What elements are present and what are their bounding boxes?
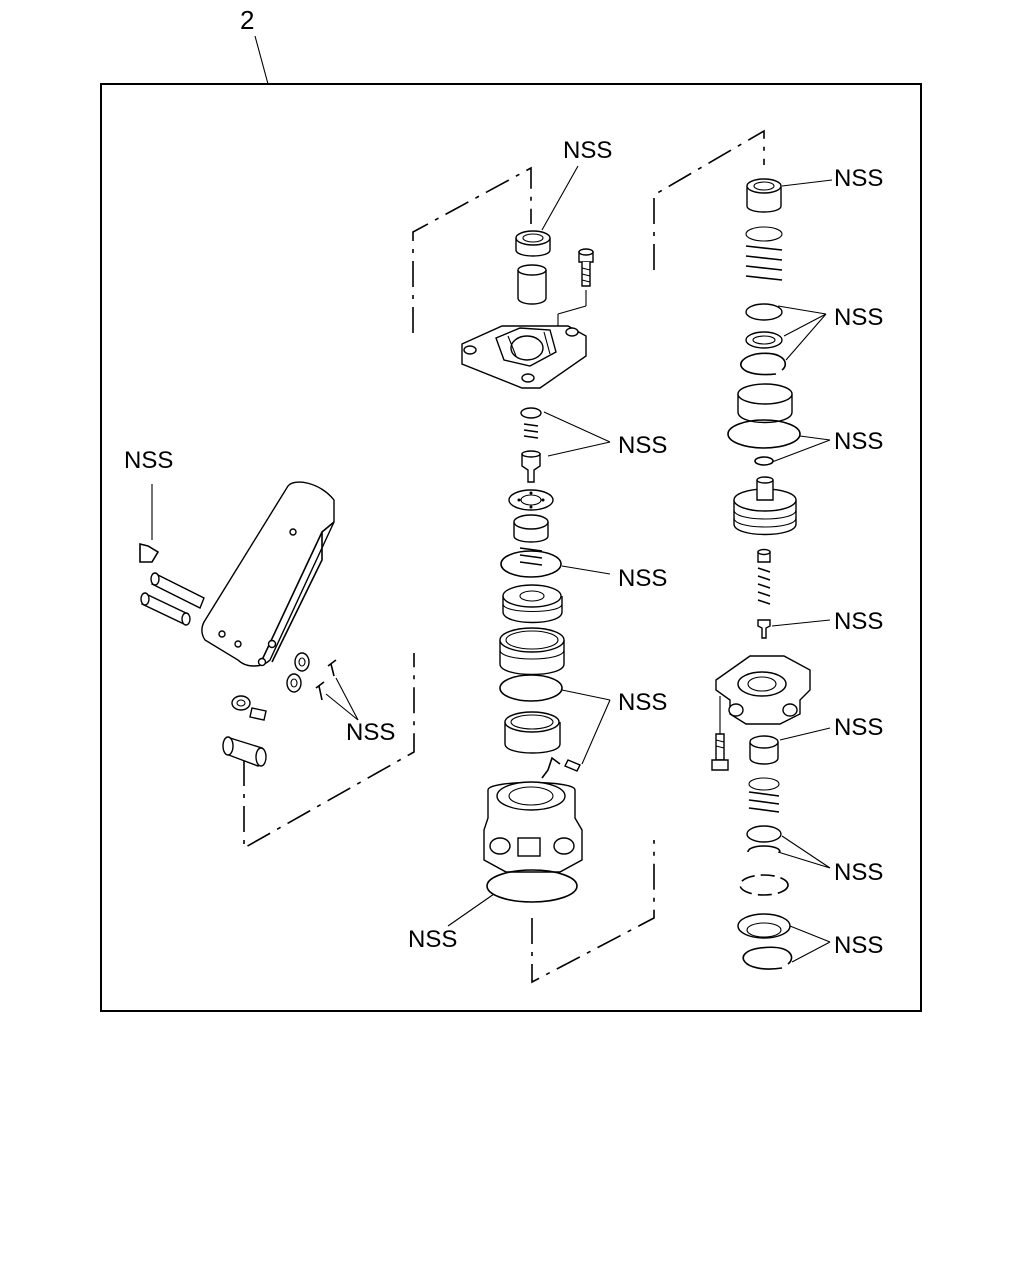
right-oring-small: [754, 456, 774, 466]
mid-piston: [502, 584, 563, 624]
nss-label-pedal-spring: NSS: [124, 447, 173, 474]
right-oring-large: [727, 419, 801, 449]
mid-bolt: [557, 248, 594, 336]
mid-key: [564, 759, 581, 772]
nss-leaders: [151, 165, 833, 963]
mid-plunger: [517, 264, 547, 305]
right-main-piston: [733, 476, 797, 536]
right-snap-ring-upper: [740, 352, 787, 376]
mid-spring: [519, 547, 543, 566]
nss-label-valve-mid: NSS: [618, 432, 667, 459]
guide-line-mid-top: [412, 166, 532, 333]
mid-top-cap: [515, 230, 551, 257]
right-seat: [749, 735, 779, 765]
right-spring: [745, 226, 783, 281]
mid-base-body: [483, 756, 583, 873]
item-number-leader: [254, 35, 269, 85]
right-lower-seal: [737, 913, 791, 939]
right-ring-2: [745, 331, 783, 349]
guide-line-left: [243, 653, 415, 850]
mid-seal-ring: [504, 711, 561, 754]
mid-oring-lower: [499, 674, 563, 702]
nss-label-washers-right: NSS: [834, 859, 883, 886]
nss-label-seal-mid: NSS: [618, 689, 667, 716]
middle-column-parts: [461, 230, 594, 903]
nss-label-seat-right: NSS: [834, 714, 883, 741]
nss-label-cotter-pins: NSS: [346, 719, 395, 746]
nss-label-top-right: NSS: [834, 165, 883, 192]
nss-label-oring-right: NSS: [834, 428, 883, 455]
cotter-pin-2: [315, 681, 325, 701]
nss-labels: NSS NSS NSS NSS NSS NSS NSS NSS NSS NSS …: [124, 137, 883, 959]
mid-sleeve: [499, 627, 565, 676]
right-lower-spring: [748, 777, 780, 813]
guide-line-right-top: [653, 129, 765, 270]
mid-small-spring: [523, 423, 539, 439]
mid-small-ring: [520, 407, 542, 419]
nss-label-base-oring: NSS: [408, 926, 457, 953]
right-washer-2: [747, 845, 781, 853]
right-body-housing: [715, 655, 811, 725]
right-column-parts: [711, 178, 811, 970]
guide-line-mid-bottom: [531, 840, 655, 984]
pedal-spring-clip: [139, 542, 160, 563]
right-side-bolt: [711, 696, 729, 771]
pedal-washers: [286, 652, 310, 693]
right-pin: [757, 619, 771, 639]
pedal-stopper: [222, 736, 267, 767]
right-snap-ring-lower: [742, 946, 793, 970]
right-ring-1: [745, 303, 783, 321]
mid-guide: [513, 514, 549, 543]
right-stem: [757, 548, 771, 605]
diagram-frame: [100, 83, 922, 1012]
nss-label-top-mid: NSS: [563, 137, 612, 164]
mid-valve-pin: [521, 450, 541, 483]
right-washer-3: [739, 874, 789, 896]
nss-label-pin-right: NSS: [834, 608, 883, 635]
mid-valve-disc: [508, 489, 554, 511]
pedal-nut: [231, 695, 267, 721]
pedal-arm: [201, 481, 335, 667]
right-piston-sleeve: [737, 383, 793, 424]
pedal-assembly: [139, 481, 337, 767]
mid-cover-housing: [461, 325, 587, 389]
mid-base-oring: [486, 869, 578, 903]
mid-oring-upper: [500, 550, 562, 578]
nss-label-oring-mid: NSS: [618, 565, 667, 592]
right-top-cap: [746, 178, 782, 213]
right-washer-1: [746, 825, 782, 843]
item-number: 2: [240, 5, 254, 35]
nss-label-upper-rings-right: NSS: [834, 304, 883, 331]
nss-label-snap-ring-right: NSS: [834, 932, 883, 959]
cotter-pin-1: [327, 659, 337, 677]
pedal-pins: [140, 572, 205, 626]
